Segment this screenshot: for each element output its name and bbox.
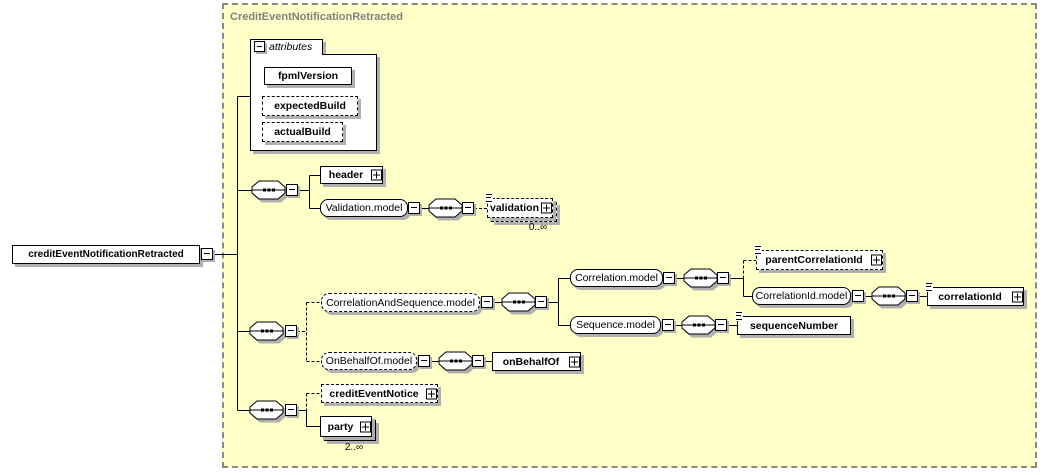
connector-lines-dashed: [297, 208, 756, 411]
collapse-toggle-icon[interactable]: [418, 355, 430, 367]
element-party[interactable]: party: [320, 416, 372, 437]
model-group-validation[interactable]: Validation.model: [320, 199, 408, 217]
model-group-onbehalfof[interactable]: OnBehalfOf.model: [321, 352, 417, 370]
attribute-actualbuild[interactable]: actualBuild: [262, 122, 343, 142]
collapse-toggle-icon[interactable]: [481, 296, 493, 308]
sequence-icon: [871, 286, 909, 309]
collapse-toggle-icon[interactable]: [535, 296, 547, 308]
sequence-icon: [683, 268, 721, 291]
element-parentcorrelationid[interactable]: parentCorrelationId: [754, 245, 883, 270]
element-header[interactable]: header: [320, 166, 383, 184]
model-group-label: Sequence.model: [576, 319, 655, 331]
element-label: validation: [489, 202, 539, 214]
root-element[interactable]: creditEventNotificationRetracted: [12, 245, 200, 264]
model-group-label: Correlation.model: [575, 272, 658, 284]
element-crediteventnotice[interactable]: creditEventNotice: [321, 384, 438, 403]
element-label: creditEventNotice: [329, 387, 419, 400]
occurrence-label: 2..∞: [344, 442, 364, 453]
collapse-toggle-icon[interactable]: [201, 248, 213, 260]
element-label: sequenceNumber: [749, 319, 839, 332]
attributes-group-label: attributes: [269, 41, 313, 53]
sequence-icon: [681, 315, 719, 338]
collapse-toggle-icon[interactable]: [663, 272, 675, 284]
element-label: correlationId: [938, 290, 1002, 303]
annotation-icon: [485, 193, 493, 203]
expand-toggle-icon[interactable]: [426, 388, 437, 399]
expand-toggle-icon[interactable]: [360, 421, 371, 432]
expand-toggle-icon[interactable]: [541, 202, 552, 214]
collapse-toggle-icon[interactable]: [662, 319, 674, 331]
attribute-fpmlversion[interactable]: fpmlVersion: [264, 67, 352, 85]
sequence-icon: [249, 321, 287, 344]
element-validation[interactable]: validation: [485, 193, 553, 218]
sequence-icon: [501, 292, 539, 315]
model-group-correlation[interactable]: Correlation.model: [570, 269, 663, 287]
model-group-label: OnBehalfOf.model: [325, 355, 413, 367]
element-onbehalfof[interactable]: onBehalfOf: [492, 352, 581, 371]
sequence-icon: [428, 198, 466, 221]
attributes-collapse-toggle-icon[interactable]: [254, 41, 265, 52]
annotation-icon: [925, 282, 933, 292]
collapse-toggle-icon[interactable]: [462, 202, 474, 214]
element-label: parentCorrelationId: [765, 254, 863, 266]
element-label: header: [328, 169, 364, 181]
annotation-icon: [735, 311, 743, 321]
collapse-toggle-icon[interactable]: [906, 290, 918, 302]
model-group-label: CorrelationAndSequence.model: [326, 296, 475, 309]
annotation-icon: [754, 245, 762, 255]
attribute-label: actualBuild: [274, 126, 331, 138]
model-group-label: CorrelationId.model: [755, 290, 848, 302]
complex-type-title: CreditEventNotificationRetracted: [230, 11, 403, 23]
occurrence-label: 0..∞: [528, 222, 548, 233]
model-group-label: Validation.model: [325, 202, 403, 214]
attribute-label: expectedBuild: [274, 100, 346, 112]
collapse-toggle-icon[interactable]: [715, 319, 727, 331]
sequence-icon: [251, 180, 289, 203]
expand-toggle-icon[interactable]: [371, 169, 382, 181]
expand-toggle-icon[interactable]: [1012, 291, 1023, 302]
sequence-icon: [249, 400, 287, 423]
collapse-toggle-icon[interactable]: [852, 290, 864, 302]
collapse-toggle-icon[interactable]: [472, 355, 484, 367]
element-sequencenumber[interactable]: sequenceNumber: [735, 311, 851, 335]
root-element-label: creditEventNotificationRetracted: [28, 249, 184, 260]
expand-toggle-icon[interactable]: [871, 254, 882, 266]
expand-toggle-icon[interactable]: [569, 356, 580, 367]
sequence-icon: [438, 351, 476, 374]
element-label: onBehalfOf: [502, 355, 560, 368]
collapse-toggle-icon[interactable]: [285, 404, 297, 416]
element-correlationid[interactable]: correlationId: [925, 282, 1024, 306]
element-label: party: [327, 420, 354, 433]
model-group-correlationandsequence[interactable]: CorrelationAndSequence.model: [321, 293, 480, 312]
attribute-expectedbuild[interactable]: expectedBuild: [262, 96, 358, 116]
collapse-toggle-icon[interactable]: [285, 325, 297, 337]
model-group-sequence[interactable]: Sequence.model: [570, 316, 661, 334]
model-group-correlationid[interactable]: CorrelationId.model: [752, 287, 851, 305]
collapse-toggle-icon[interactable]: [717, 272, 729, 284]
attribute-label: fpmlVersion: [277, 70, 339, 82]
collapse-toggle-icon[interactable]: [408, 202, 420, 214]
collapse-toggle-icon[interactable]: [286, 184, 298, 196]
